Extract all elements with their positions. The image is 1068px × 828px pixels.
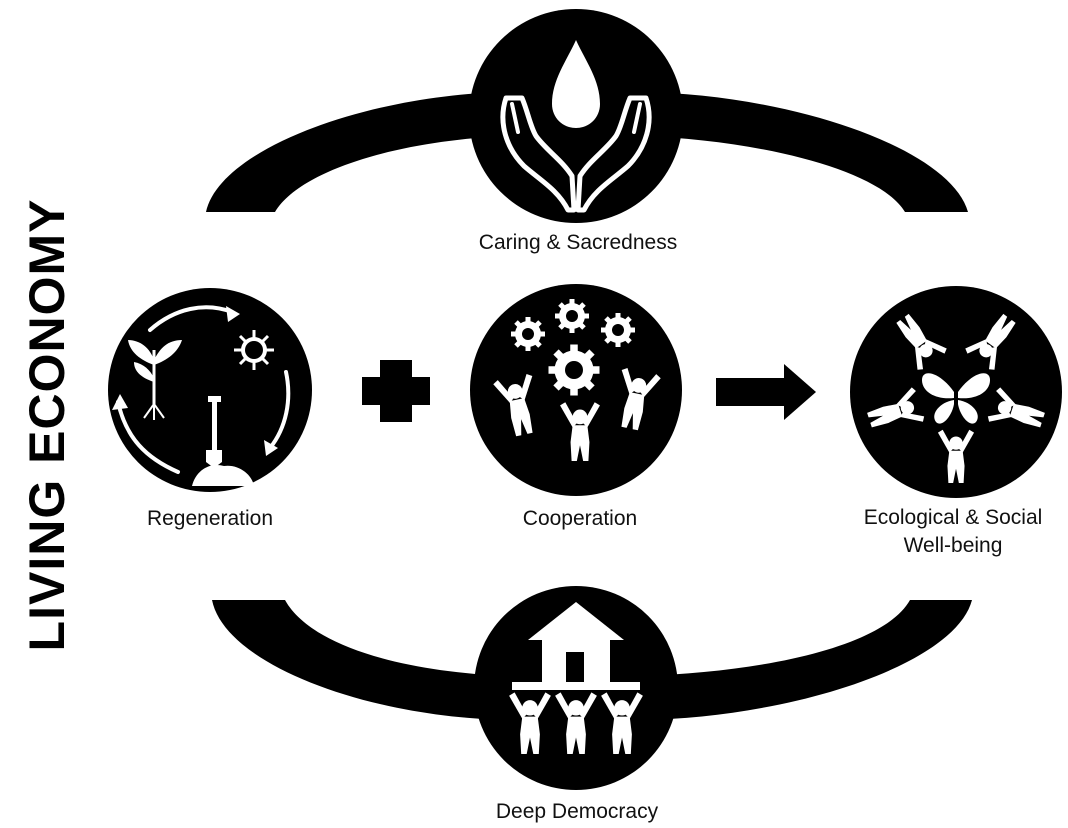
regeneration-label: Regeneration (146, 507, 274, 530)
regeneration-cycle-icon (108, 288, 312, 492)
people-gears-icon (470, 284, 682, 496)
wellbeing-label-line2: Well-being (903, 534, 1003, 557)
wellbeing-label-line1: Ecological & Social (863, 506, 1043, 529)
plus-icon (362, 360, 430, 422)
hands-water-drop-icon (469, 9, 683, 223)
people-lifting-house-icon (474, 586, 678, 790)
bottom-bracket (212, 600, 972, 720)
cooperation-label: Cooperation (522, 507, 638, 530)
caring-sacredness-label: Caring & Sacredness (478, 231, 678, 254)
people-butterfly-icon (850, 286, 1062, 498)
deep-democracy-label: Deep Democracy (495, 800, 659, 823)
top-bracket (206, 92, 968, 212)
right-arrow-icon (716, 364, 816, 420)
